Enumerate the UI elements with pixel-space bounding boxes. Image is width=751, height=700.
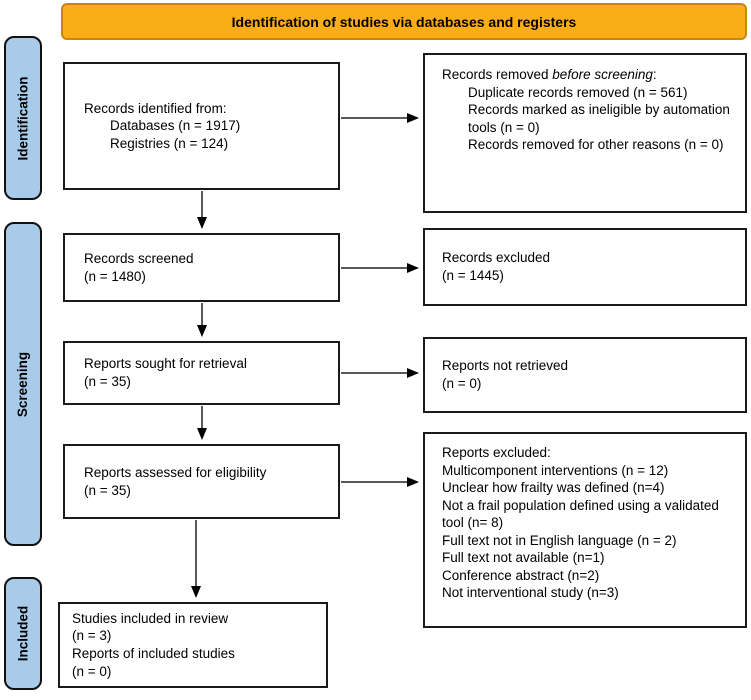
box-reports-sought: Reports sought for retrieval (n = 35) (63, 341, 340, 405)
box-reports-excluded: Reports excluded: Multicomponent interve… (423, 432, 747, 628)
box-line: Unclear how frailty was defined (n=4) (442, 480, 665, 496)
box-line: Multicomponent interventions (n = 12) (442, 462, 669, 478)
box-line: Records screened (84, 250, 194, 266)
diagram-title-banner: Identification of studies via databases … (61, 3, 747, 40)
box-line: Reports sought for retrieval (84, 356, 247, 372)
box-reports-assessed: Reports assessed for eligibility (n = 35… (63, 444, 340, 519)
box-title: Reports excluded: (442, 445, 551, 460)
box-line: (n = 3) (72, 628, 112, 644)
box-line: (n = 0) (72, 663, 112, 679)
box-line: (n = 0) (442, 376, 482, 391)
box-line: Not a frail population defined using a v… (442, 497, 719, 531)
stage-label-text: Identification (15, 76, 31, 160)
box-reports-not-retrieved: Reports not retrieved (n = 0) (423, 337, 747, 413)
italic-phrase: before screening (552, 67, 653, 82)
box-line: Records marked as ineligible by automati… (468, 102, 730, 135)
diagram-title: Identification of studies via databases … (231, 13, 577, 30)
box-records-identified: Records identified from: Databases (n = … (63, 62, 340, 190)
box-records-excluded: Records excluded (n = 1445) (423, 228, 747, 306)
box-line: (n = 1445) (442, 268, 504, 283)
box-line: Records excluded (442, 250, 551, 266)
stage-label-screening: Screening (4, 222, 42, 546)
box-line: Full text not available (n=1) (442, 550, 605, 566)
box-studies-included: Studies included in review (n = 3) Repor… (58, 602, 328, 688)
box-line: (n = 35) (84, 482, 131, 498)
box-line: Full text not in English language (n = 2… (442, 532, 677, 548)
stage-label-text: Screening (15, 351, 31, 417)
box-records-removed: Records removed before screening: Duplic… (423, 53, 747, 213)
box-line: Studies included in review (72, 610, 229, 626)
box-line: Not interventional study (n=3) (442, 585, 619, 601)
box-records-screened: Records screened (n = 1480) (63, 233, 340, 302)
stage-label-identification: Identification (4, 36, 42, 200)
box-line: Conference abstract (n=2) (442, 567, 600, 583)
box-line: Reports of included studies (72, 646, 235, 661)
box-line: (n = 1480) (84, 268, 146, 284)
stage-label-text: Included (15, 605, 31, 662)
box-line: Records removed for other reasons (n = 0… (468, 137, 724, 153)
box-line: (n = 35) (84, 374, 131, 389)
box-line: Reports assessed for eligibility (84, 464, 267, 480)
box-line: Reports not retrieved (442, 358, 569, 374)
box-title: Records removed before screening: (442, 67, 657, 82)
box-title: Records identified from: (84, 100, 227, 116)
box-line: Duplicate records removed (n = 561) (468, 84, 688, 100)
stage-label-included: Included (4, 577, 42, 690)
box-line: Databases (n = 1917) (110, 118, 241, 134)
box-line: Registries (n = 124) (110, 135, 229, 151)
